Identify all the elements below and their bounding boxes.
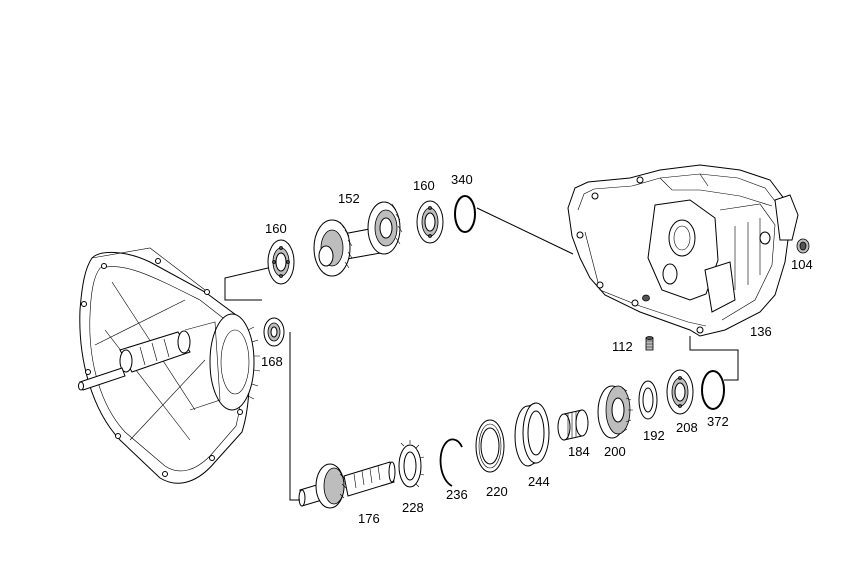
snap-ring-372	[701, 370, 725, 410]
label-176: 176	[358, 511, 380, 526]
label-136: 136	[750, 324, 772, 339]
bearing-168	[263, 317, 285, 347]
needle-bearing-184	[557, 409, 589, 441]
synchro-ring-228	[398, 440, 425, 488]
part-labels: 160 152 160 340 104 136 112 168 176 228 …	[261, 172, 813, 526]
snap-ring-340	[454, 195, 476, 233]
countershaft-152	[313, 201, 403, 277]
label-236: 236	[446, 487, 468, 502]
label-208: 208	[676, 420, 698, 435]
label-220: 220	[486, 484, 508, 499]
bearing-160-left	[267, 239, 295, 285]
label-200: 200	[604, 444, 626, 459]
transmission-housing	[567, 164, 799, 337]
label-228: 228	[402, 500, 424, 515]
bell-housing	[78, 247, 261, 484]
label-160-left: 160	[265, 221, 287, 236]
label-192: 192	[643, 428, 665, 443]
clutch-body-244	[514, 402, 550, 467]
sliding-sleeve-220	[475, 419, 505, 473]
circlip-236	[439, 438, 463, 487]
label-372: 372	[707, 414, 729, 429]
label-112: 112	[612, 339, 633, 354]
assembly-lines	[224, 207, 739, 501]
plug-104	[796, 238, 810, 254]
bearing-208	[666, 369, 694, 415]
mainshaft-176	[298, 461, 396, 509]
label-152: 152	[338, 191, 360, 206]
label-244: 244	[528, 474, 550, 489]
thrust-washer-192	[638, 380, 658, 420]
label-340: 340	[451, 172, 473, 187]
breather-valve-112	[645, 336, 654, 351]
label-104: 104	[791, 257, 813, 272]
bearing-160-right	[416, 200, 444, 244]
label-168: 168	[261, 354, 283, 369]
label-184: 184	[568, 444, 590, 459]
label-160-right: 160	[413, 178, 435, 193]
gear-200	[597, 385, 633, 439]
